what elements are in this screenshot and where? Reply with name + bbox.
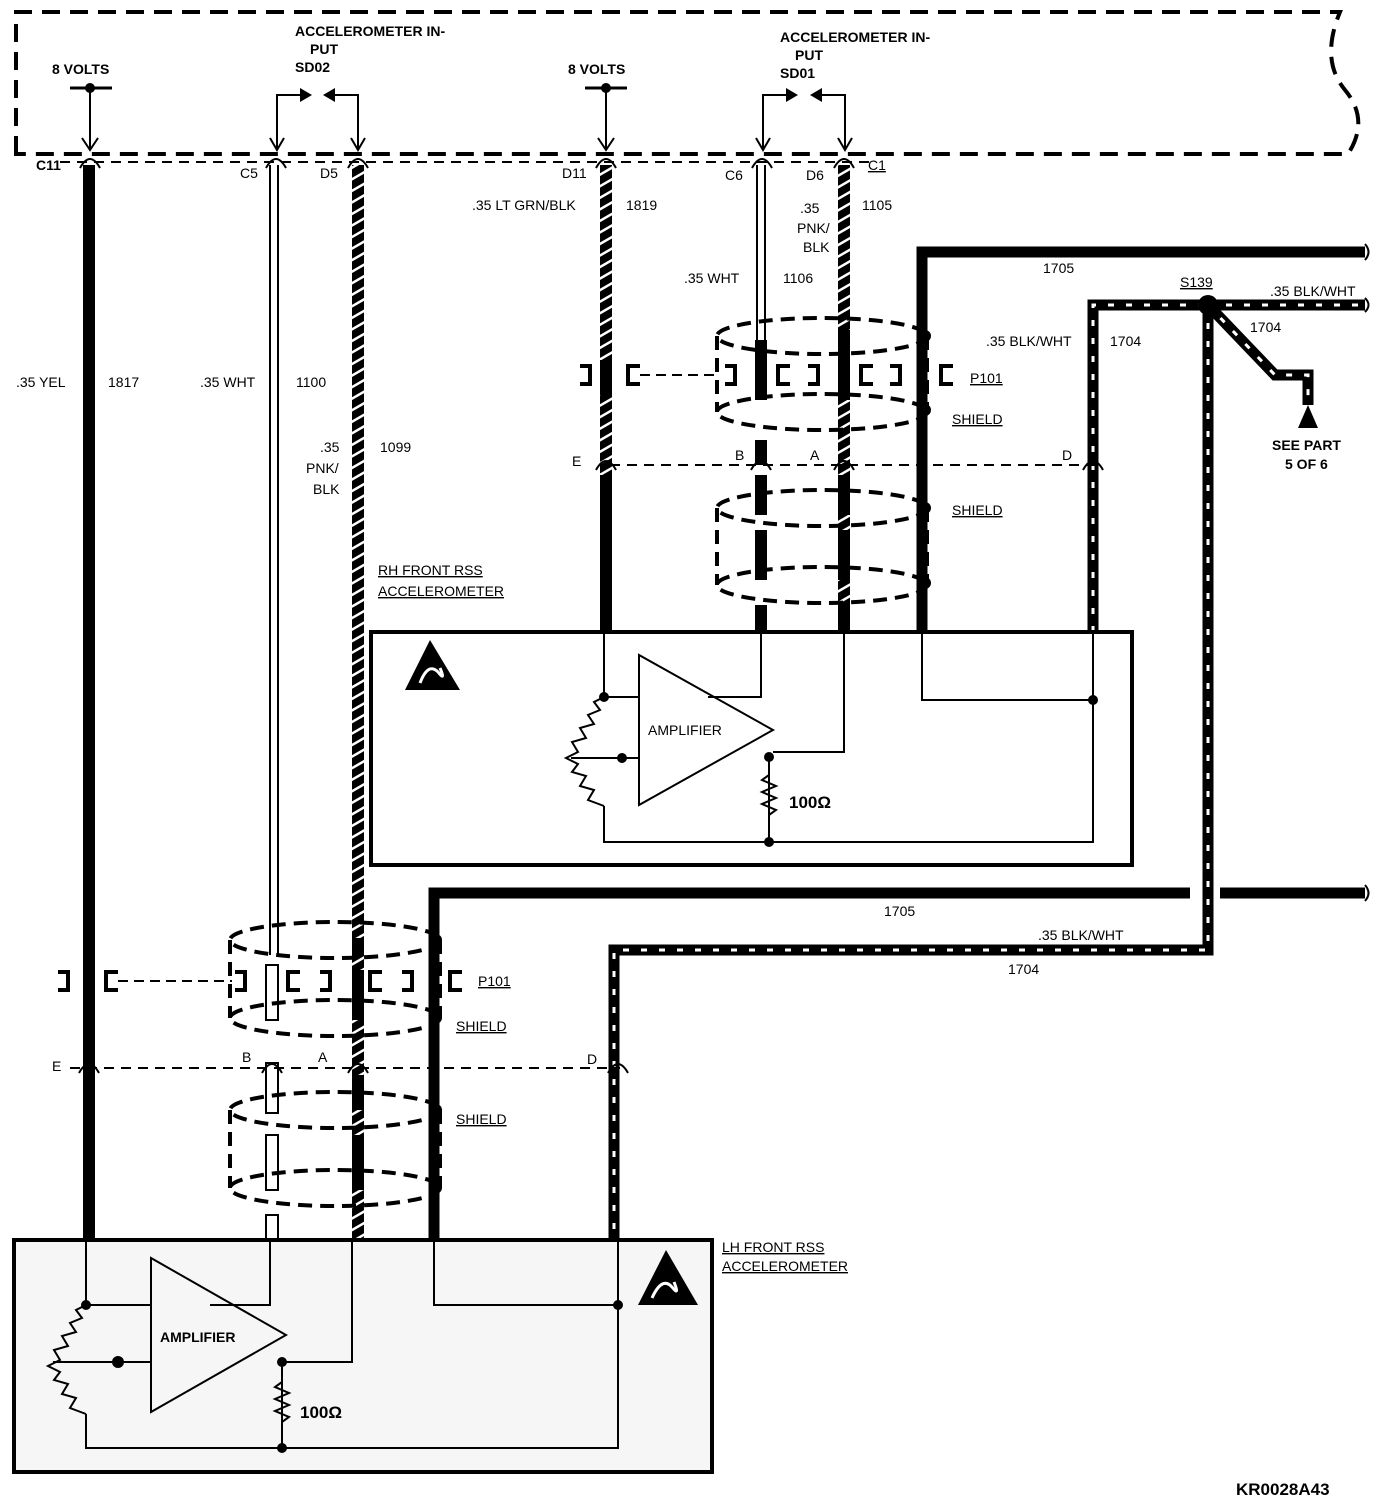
esd-warning-icon <box>638 1250 698 1305</box>
wire-1704-rh <box>1087 299 1208 632</box>
wire-1099-circuit: 1099 <box>380 439 411 455</box>
voltage-label-left: 8 VOLTS <box>52 61 109 77</box>
wire-1704-lh-circuit: 1704 <box>1008 961 1039 977</box>
connector-c1-label: C1 <box>868 157 886 173</box>
wire-1704-rh-circuit: 1704 <box>1110 333 1141 349</box>
wire-blkwht-lh-color: .35 BLK/WHT <box>1038 927 1124 943</box>
wire-1105-circuit: 1105 <box>862 197 892 213</box>
wire-1817-circuit: 1817 <box>108 374 139 390</box>
wire-1106-color: .35 WHT <box>684 270 740 286</box>
rh-shield-label-top: SHIELD <box>952 411 1003 427</box>
wire-1105-color-2: PNK/ <box>797 220 830 236</box>
lh-resistor-label: 100Ω <box>300 1403 342 1422</box>
splice-s139-label: S139 <box>1180 274 1213 290</box>
rh-amplifier-circuit <box>563 632 1094 843</box>
ecm-boundary <box>14 10 1361 156</box>
rh-pin-b: B <box>735 447 744 463</box>
lh-amplifier-label: AMPLIFIER <box>160 1329 235 1345</box>
wire-1817-color: .35 YEL <box>16 374 66 390</box>
lh-pin-b: B <box>242 1049 251 1065</box>
rh-accelerometer-module <box>369 630 1134 867</box>
pin-c11: C11 <box>36 157 61 173</box>
rh-resistor-label: 100Ω <box>789 793 831 812</box>
lh-p101-connector <box>58 970 462 992</box>
lh-p101-label: P101 <box>478 973 511 989</box>
accel-input-sd02-label-3: SD02 <box>295 59 330 75</box>
accel-input-sd01-label-2: PUT <box>795 47 823 63</box>
wire-1705-circuit-top: 1705 <box>1043 260 1074 276</box>
see-part-label-2: 5 OF 6 <box>1285 456 1328 472</box>
voltage-source-right <box>585 83 627 152</box>
wire-1105-color-1: .35 <box>800 200 820 216</box>
pin-d11: D11 <box>562 165 587 181</box>
wire-1704-s139-down <box>608 305 1214 1240</box>
pin-c6: C6 <box>725 167 743 183</box>
see-part-label-1: SEE PART <box>1272 437 1341 453</box>
lh-shield-label-bottom: SHIELD <box>456 1111 507 1127</box>
pin-c5: C5 <box>240 165 258 181</box>
rh-pin-e: E <box>572 453 581 469</box>
wire-1106-circuit: 1106 <box>783 270 813 286</box>
lh-accelerometer-label-2: ACCELEROMETER <box>722 1258 848 1274</box>
wire-1099-color-2: PNK/ <box>306 460 339 476</box>
diagram-code: KR0028A43 <box>1236 1480 1330 1499</box>
wire-1705-lh <box>428 887 1190 1240</box>
wire-1099-color-1: .35 <box>320 439 340 455</box>
wire-1099-color-3: BLK <box>313 481 340 497</box>
lh-shield-top <box>228 920 442 1038</box>
wire-1100-color: .35 WHT <box>200 374 256 390</box>
wire-1817-yel <box>83 165 95 1240</box>
lh-amplifier-circuit <box>45 1240 619 1449</box>
rh-pin-a: A <box>810 447 820 463</box>
esd-warning-icon <box>405 640 460 690</box>
pin-d6: D6 <box>806 167 824 183</box>
accel-input-sd01-label-1: ACCELEROMETER IN- <box>780 29 930 45</box>
wire-1819-color: .35 LT GRN/BLK <box>472 197 576 213</box>
ground-arrow-icon <box>1298 405 1318 428</box>
rh-p101-label: P101 <box>970 370 1003 386</box>
lh-shield-label-top: SHIELD <box>456 1018 507 1034</box>
accel-input-sd01-symbol <box>755 88 853 152</box>
wire-1705-circuit-bottom: 1705 <box>884 903 915 919</box>
rh-accelerometer-label-2: ACCELEROMETER <box>378 583 504 599</box>
accel-input-sd02-label-2: PUT <box>310 41 338 57</box>
splice-s139 <box>1198 295 1218 315</box>
lh-accelerometer-module <box>12 1238 714 1474</box>
rh-pin-d: D <box>1062 447 1072 463</box>
lh-pin-d: D <box>587 1051 597 1067</box>
rh-amplifier-label: AMPLIFIER <box>648 722 722 738</box>
lh-pin-e: E <box>52 1058 61 1074</box>
c1-pin-chevrons <box>79 158 855 169</box>
accel-input-sd02-label-1: ACCELEROMETER IN- <box>295 23 445 39</box>
pin-d5: D5 <box>320 165 338 181</box>
accel-input-sd01-label-3: SD01 <box>780 65 815 81</box>
wire-1819-circuit: 1819 <box>626 197 657 213</box>
rh-shield-bottom <box>715 488 929 605</box>
lh-shield-bottom <box>228 1090 442 1208</box>
voltage-label-right: 8 VOLTS <box>568 61 625 77</box>
voltage-source-left <box>70 83 112 152</box>
wire-1100-wht <box>265 165 279 1241</box>
wire-1704-s139-circuit: 1704 <box>1250 319 1281 335</box>
wire-1106-wht <box>755 165 767 632</box>
lh-accelerometer-label-1: LH FRONT RSS <box>722 1239 824 1255</box>
lh-pin-a: A <box>318 1049 328 1065</box>
rh-accelerometer-label-1: RH FRONT RSS <box>378 562 483 578</box>
rh-shield-top <box>715 316 929 432</box>
rh-p101-connector <box>580 364 953 386</box>
wire-blkwht-s139-color: .35 BLK/WHT <box>1270 283 1356 299</box>
wire-1100-circuit: 1100 <box>296 374 326 390</box>
wire-1105-color-3: BLK <box>803 239 830 255</box>
rh-shield-label-bottom: SHIELD <box>952 502 1003 518</box>
accel-input-sd02-symbol <box>269 88 366 152</box>
wire-blkwht-rh-color: .35 BLK/WHT <box>986 333 1072 349</box>
